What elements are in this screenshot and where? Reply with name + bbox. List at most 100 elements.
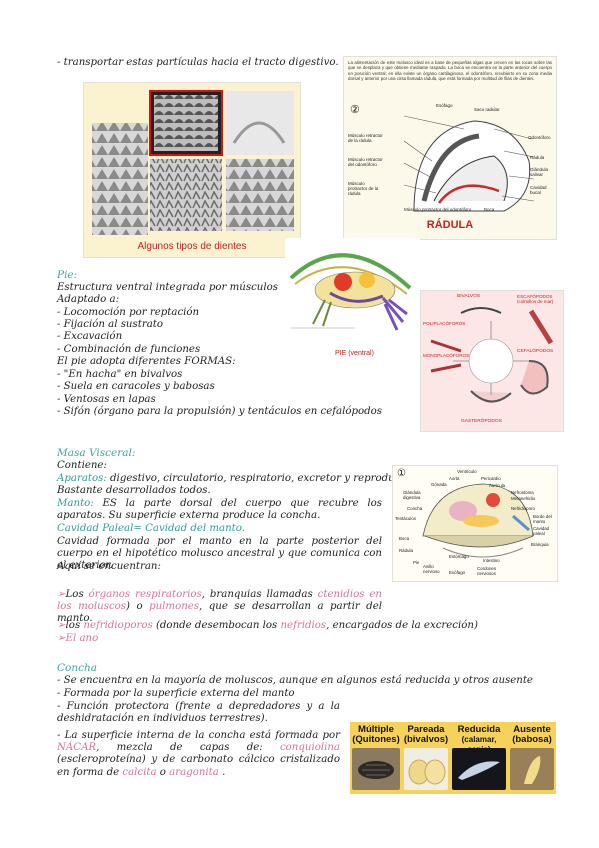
visceral-label: Branquia: [531, 542, 549, 547]
visceral-label: Tentáculos: [395, 516, 416, 521]
visceral-label: Pie: [413, 560, 420, 565]
cavidad-item-nefridioporos: ➢los nefridioporos (donde desembocan los…: [57, 620, 478, 631]
masa-aparatos-line: Aparatos: digestivo, circulatorio, respi…: [57, 473, 418, 485]
cavidad-heading: Cavidad Paleal= Cavidad del manto.: [57, 523, 245, 534]
visceral-figure-number: ①: [397, 468, 406, 479]
radula-label-radula: Rádula: [530, 155, 545, 160]
concha-line-proteccion: - Función protectora (frente a depredado…: [57, 701, 340, 725]
visceral-label: Ventrículo: [457, 469, 477, 474]
radula-label-glandula: Glándula salivar: [530, 167, 549, 177]
aqui-line: Aquí se encuentran:: [57, 561, 161, 572]
radula-label-saco: Saco radular: [474, 107, 500, 112]
radula-diagram: [403, 115, 535, 212]
radula-label-musculo-protractor-odontoforo: Músculo protractor del odontóforo: [404, 207, 472, 212]
radula-description: La alimentación de este molusco ideal es…: [348, 60, 552, 81]
pie-caption: PIE (ventral): [335, 350, 374, 357]
visceral-label: Boca: [399, 536, 410, 541]
visceral-label: Concha: [407, 506, 423, 511]
class-label-poliplacoforos: POLIPLACÓFOROS: [423, 321, 466, 326]
visceral-label: Borde del manto: [533, 514, 552, 524]
pie-line: - Ventosas en lapas: [57, 394, 156, 405]
class-label-bivalvos: BIVALVOS: [457, 294, 481, 299]
classes-figure: BIVALVOS ESCAFÓPODOS (colmillos de mar) …: [420, 290, 564, 432]
class-label-escafopodos: ESCAFÓPODOS (colmillos de mar): [517, 294, 554, 304]
intro-line: - transportar estas partículas hacia el …: [57, 57, 339, 68]
radula-label-musculo-retractor-odontoforo: Músculo retractor del odontóforo: [348, 157, 383, 167]
manto-text: ES la parte dorsal del cuerpo que recubr…: [57, 498, 382, 522]
shell-type-title: Ausente: [508, 725, 556, 735]
visceral-diagram: [422, 483, 534, 558]
radula-label-boca: Boca: [484, 207, 495, 212]
radula-label-odontoforo: Odontóforo: [528, 135, 551, 140]
teeth-illustration: [84, 83, 300, 257]
class-label-monoplacoforos: MONOPLACÓFOROS: [423, 353, 470, 358]
pie-line: Estructura ventral integrada por músculo…: [57, 282, 278, 293]
pie-heading: Pie:: [57, 269, 78, 281]
radula-label-musculo-protractor-radula: Músculo protractor de la rádula: [348, 181, 379, 196]
masa-bastante: Bastante desarrollados todos.: [57, 485, 211, 496]
radula-figure: La alimentación de este molusco ideal es…: [343, 56, 557, 240]
class-label-cefalopodos: CEFALÓPODOS: [517, 349, 554, 354]
cavidad-text: Cavidad formada por el manto en la parte…: [57, 536, 382, 572]
masa-heading: Masa Visceral:: [57, 447, 136, 459]
radula-label-musculo-retractor-radula: Músculo retractor de la rádula: [348, 133, 383, 143]
masa-manto-paragraph: Manto: ES la parte dorsal del cuerpo que…: [57, 498, 382, 522]
teeth-figure: Algunos tipos de dientes: [83, 82, 301, 258]
visceral-figure: ① Ventrículo Aorta Pericardio Gónada Aur…: [392, 465, 558, 582]
pie-line: - Sifón (órgano para la propulsión) y te…: [57, 406, 383, 417]
visceral-label: Aurícula: [489, 483, 506, 488]
visceral-label: Rádula: [399, 548, 413, 553]
aparatos-text: digestivo, circulatorio, respiratorio, e…: [106, 473, 418, 484]
visceral-label: Cavidad paleal: [533, 526, 550, 536]
manto-label: Manto:: [57, 498, 94, 509]
slug-photo: [510, 748, 554, 790]
visceral-label: Glándula digestiva: [403, 490, 421, 500]
teeth-caption: Algunos tipos de dientes: [137, 241, 247, 252]
shell-type-title: Pareada: [402, 725, 450, 735]
pie-illustration: [289, 253, 412, 331]
visceral-label: Anillo nervioso: [423, 564, 440, 574]
radula-label-cavidad: Cavidad bucal: [530, 185, 547, 195]
visceral-label: Gónada: [431, 482, 447, 487]
shell-type-sub: (Quitones): [350, 735, 402, 745]
squid-photo: [452, 748, 506, 790]
shell-type-title: Reducida: [450, 725, 508, 735]
visceral-label: Aorta: [449, 476, 460, 481]
classes-illustration: [430, 307, 554, 403]
chiton-photo: [352, 748, 400, 790]
bivalve-photo: [404, 748, 448, 790]
radula-title: RÁDULA: [426, 219, 474, 231]
visceral-label: Metanefridio: [511, 496, 536, 501]
visceral-label: Nefridioporo: [511, 506, 535, 511]
pie-line: El pie adopta diferentes FORMAS:: [57, 356, 236, 367]
pie-line: - "En hacha" en bivalvos: [57, 369, 183, 380]
pie-line: - Combinación de funciones: [57, 344, 201, 355]
shell-types-table: Múltiple (Quitones) Pareada (bivalvos) R…: [350, 722, 556, 794]
shell-type-sub: (bivalvos): [402, 734, 450, 745]
concha-heading: Concha: [57, 662, 98, 674]
shell-type-sub: (babosa): [508, 735, 556, 745]
radula-label-esofago: Esófago: [436, 103, 453, 108]
concha-line-nacar: - La superficie interna de la concha est…: [57, 730, 340, 778]
visceral-label: Pericardio: [481, 476, 501, 481]
class-label-gasteropodos: GASTERÓPODOS: [461, 419, 502, 424]
concha-line: - Se encuentra en la mayoría de moluscos…: [57, 675, 533, 686]
pie-line: - Locomoción por reptación: [57, 307, 200, 318]
visceral-label: Cordones nerviosos: [477, 566, 497, 576]
cavidad-item-respiratorios: ➢Los órganos respiratorios, branquias ll…: [57, 589, 382, 625]
visceral-label: Esófago: [449, 570, 466, 575]
cavidad-item-ano: ➢El ano: [57, 633, 99, 644]
visceral-label: Intestino: [483, 558, 500, 563]
visceral-label: Nefrostoma: [511, 490, 534, 495]
pie-line: Adaptado a:: [57, 294, 120, 305]
pie-line: - Fijación al sustrato: [57, 319, 163, 330]
pie-line: - Suela en caracoles y babosas: [57, 381, 215, 392]
masa-contiene: Contiene:: [57, 460, 107, 471]
pie-figure: PIE (ventral): [285, 238, 420, 366]
visceral-label: Estómago: [449, 554, 469, 559]
aparatos-label: Aparatos:: [57, 473, 107, 484]
pie-line: - Excavación: [57, 331, 123, 342]
radula-figure-number: ②: [350, 104, 360, 116]
shell-type-title: Múltiple: [350, 725, 402, 735]
concha-line: - Formada por la superficie externa del …: [57, 688, 295, 699]
